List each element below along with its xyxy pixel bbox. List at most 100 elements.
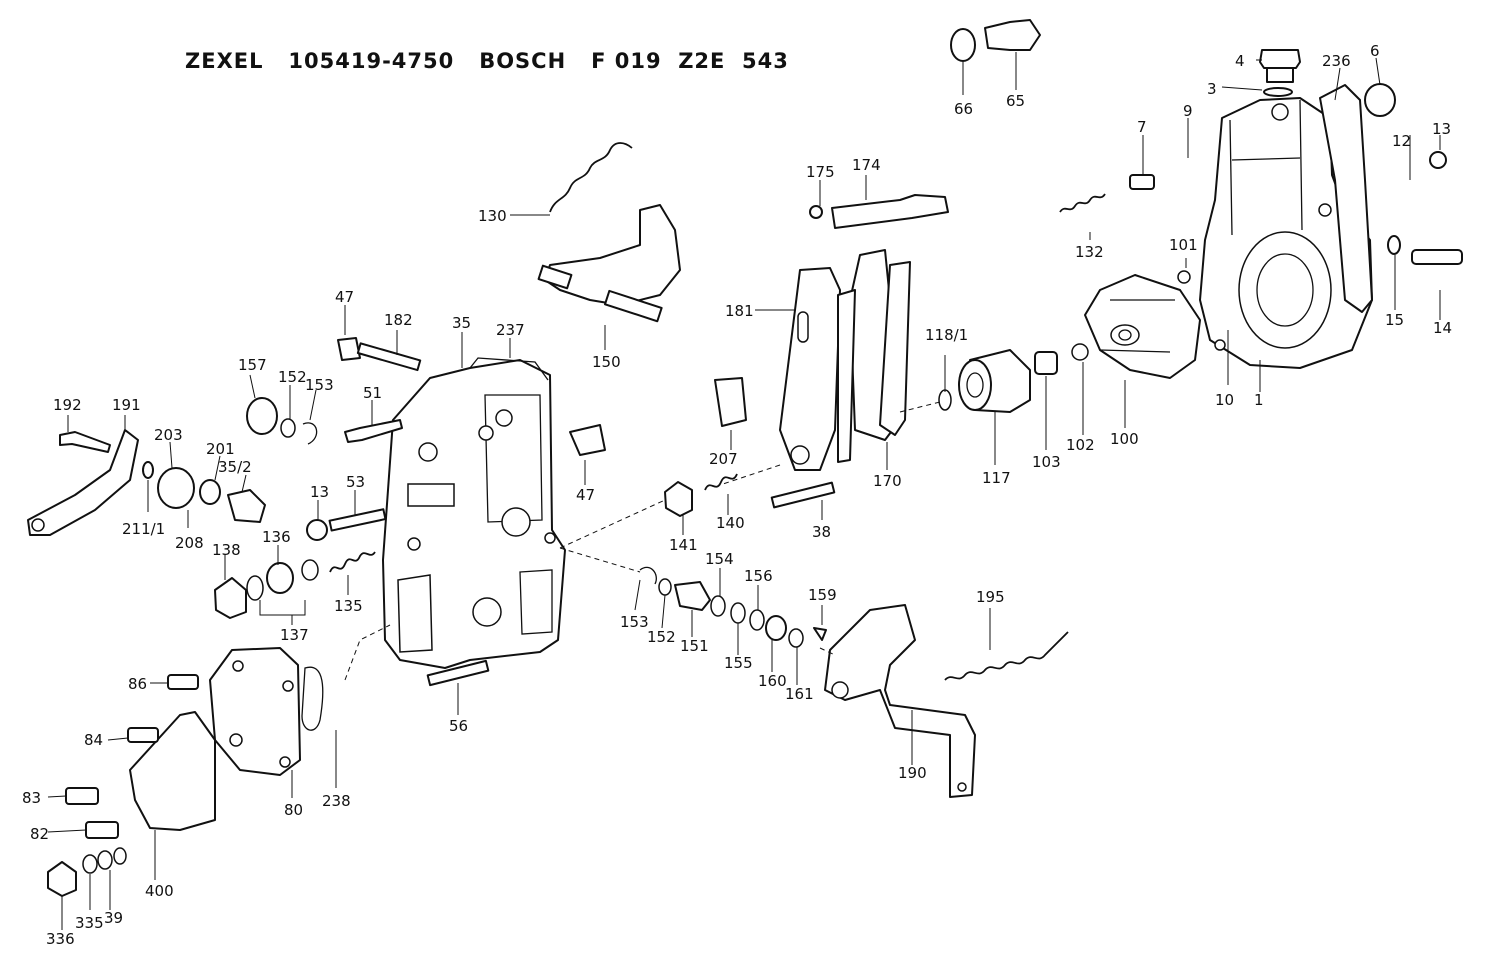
bolt-192 — [59, 431, 111, 453]
callout-236: 236 — [1322, 52, 1351, 70]
callout-152-right: 152 — [647, 628, 676, 646]
callout-15: 15 — [1385, 311, 1404, 329]
callout-labels: 4 3 236 6 7 9 12 13 14 15 10 1 101 132 1… — [22, 42, 1452, 948]
bolt-47-a — [337, 337, 361, 361]
nut-13 — [1429, 151, 1447, 169]
callout-3: 3 — [1207, 80, 1217, 98]
callout-192: 192 — [53, 396, 82, 414]
callout-175: 175 — [806, 163, 835, 181]
o-ring-238 — [301, 666, 324, 731]
callout-136: 136 — [262, 528, 291, 546]
flyweight-assembly — [1084, 274, 1201, 379]
washer-66 — [950, 28, 976, 62]
callout-182: 182 — [384, 311, 413, 329]
callout-152-left: 152 — [278, 368, 307, 386]
callout-82: 82 — [30, 825, 49, 843]
callout-100: 100 — [1110, 430, 1139, 448]
governor-housing — [382, 357, 566, 669]
callout-160: 160 — [758, 672, 787, 690]
callout-39: 39 — [104, 909, 123, 927]
callout-1: 1 — [1254, 391, 1264, 409]
callout-65: 65 — [1006, 92, 1025, 110]
nut-336 — [47, 861, 77, 897]
washer-39 — [97, 850, 113, 870]
callout-153-right: 153 — [620, 613, 649, 631]
callout-14: 14 — [1433, 319, 1452, 337]
bolt-56 — [426, 659, 490, 687]
cover-80 — [209, 647, 301, 776]
plug-65 — [984, 19, 1041, 51]
bolt-47-b — [569, 424, 606, 456]
callout-6: 6 — [1370, 42, 1380, 60]
spring-195 — [944, 631, 1069, 681]
callout-150: 150 — [592, 353, 621, 371]
callout-56: 56 — [449, 717, 468, 735]
o-ring-152-a — [280, 418, 296, 438]
callout-190: 190 — [898, 764, 927, 782]
callout-174: 174 — [852, 156, 881, 174]
ring-155 — [730, 602, 746, 624]
callout-7: 7 — [1137, 118, 1147, 136]
callout-153-left: 153 — [305, 376, 334, 394]
ring-201 — [199, 479, 221, 505]
callout-102: 102 — [1066, 436, 1095, 454]
bolt-14 — [1411, 249, 1463, 265]
spring-130 — [549, 142, 633, 213]
diagram-title: ZEXEL 105419-4750 BOSCH F 019 Z2E 543 — [185, 49, 789, 73]
screw-7 — [1129, 174, 1155, 190]
bolt-86 — [167, 674, 199, 690]
washer-137 — [246, 575, 264, 601]
callout-53: 53 — [346, 473, 365, 491]
callout-211-1: 211/1 — [122, 520, 165, 538]
screw-51 — [344, 419, 403, 443]
lever-190 — [824, 604, 976, 798]
callout-181: 181 — [725, 302, 754, 320]
callout-335: 335 — [75, 914, 104, 932]
bracket-174 — [831, 194, 949, 229]
callout-35-2: 35/2 — [218, 458, 252, 476]
clip-153-a — [302, 422, 318, 445]
callout-135: 135 — [334, 597, 363, 615]
callout-130: 130 — [478, 207, 507, 225]
plug-35-2 — [227, 489, 266, 523]
bushing-157 — [246, 397, 278, 435]
callout-159: 159 — [808, 586, 837, 604]
callout-195: 195 — [976, 588, 1005, 606]
callout-138: 138 — [212, 541, 241, 559]
callout-151: 151 — [680, 637, 709, 655]
nut-136 — [266, 562, 294, 594]
callout-47-top: 47 — [335, 288, 354, 306]
sleeve-151 — [674, 581, 711, 611]
lever-assembly — [779, 249, 911, 471]
nut-103 — [1034, 351, 1058, 375]
callout-132: 132 — [1075, 243, 1104, 261]
nut-13-a — [306, 519, 328, 541]
block-207 — [714, 377, 747, 427]
nut-175 — [809, 205, 823, 219]
pin-182 — [356, 342, 422, 372]
bushing-160 — [765, 615, 787, 641]
callout-12: 12 — [1392, 132, 1411, 150]
callout-9: 9 — [1183, 102, 1193, 120]
callout-336: 336 — [46, 930, 75, 948]
callout-170: 170 — [873, 472, 902, 490]
washer-154 — [710, 595, 726, 617]
callout-238: 238 — [322, 792, 351, 810]
clip-153-b — [639, 566, 657, 585]
callout-84: 84 — [84, 731, 103, 749]
callout-154: 154 — [705, 550, 734, 568]
callout-86: 86 — [128, 675, 147, 693]
washer-15 — [1387, 235, 1401, 255]
spring-132 — [1059, 193, 1106, 213]
callout-83: 83 — [22, 789, 41, 807]
washer-335 — [82, 854, 98, 874]
washer-102 — [1071, 343, 1089, 361]
callout-13-right: 13 — [1432, 120, 1451, 138]
callout-80: 80 — [284, 801, 303, 819]
sleeve-117 — [958, 349, 1031, 413]
callout-118-1: 118/1 — [925, 326, 968, 344]
callout-201: 201 — [206, 440, 235, 458]
leader-lines — [47, 52, 1441, 930]
washer-211-1 — [142, 461, 154, 479]
